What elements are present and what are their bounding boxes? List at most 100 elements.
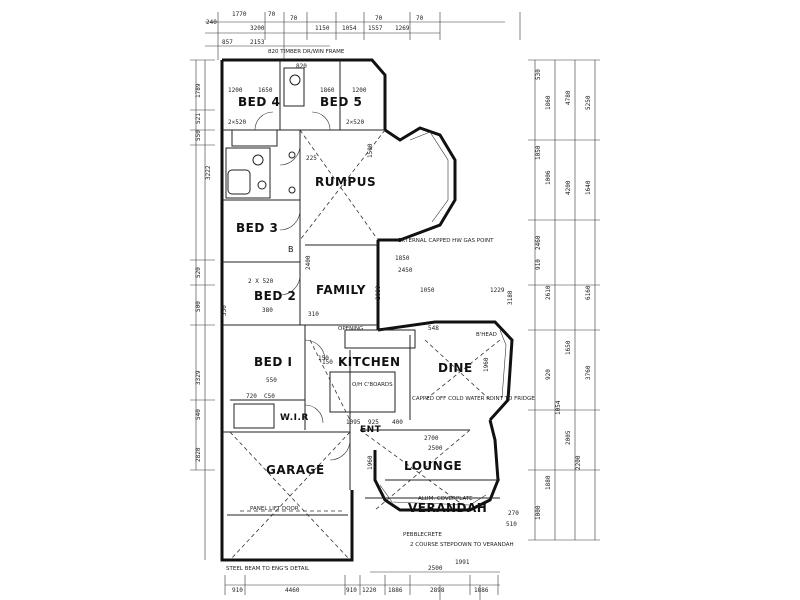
note-stepdown: 2 COURSE STEPDOWN TO VERANDAH: [410, 542, 514, 548]
room-entry: ENT: [360, 425, 382, 435]
dim-inner: 2×520: [346, 119, 364, 126]
dim-inner: 1860: [320, 87, 335, 94]
dim-top: 857: [222, 39, 233, 46]
dim-inner: 1960: [483, 357, 490, 372]
dim-left: 500: [195, 301, 202, 312]
bottom-dimension-lines: 910 4460 910 1220 1886 2898 1886 2500 19…: [224, 559, 500, 595]
top-dimension-lines: 1770 70 3200 70 1150 1054 1557 1269 70 8…: [205, 11, 505, 60]
note-cboards: O/H C'BOARDS: [352, 382, 393, 388]
door-swings: [254, 111, 351, 461]
dim-bottom: 910: [346, 587, 357, 594]
dim-right: 1640: [585, 180, 592, 195]
dim-top: 70: [268, 11, 276, 18]
dim-right: 1054: [555, 400, 562, 415]
dim-left: 540: [195, 409, 202, 420]
dim-bottom: 1886: [388, 587, 403, 594]
dim-top: 2153: [250, 39, 265, 46]
room-bed-1: BED I: [254, 355, 292, 369]
dim-inner: 1095: [346, 419, 361, 426]
interior-walls: [222, 60, 470, 490]
dim-inner: 1200: [352, 87, 367, 94]
dim-right: 3760: [585, 365, 592, 380]
dim-inner: 925: [368, 419, 379, 426]
dim-inner: 1650: [258, 87, 273, 94]
dim-bottom: 1991: [455, 559, 470, 566]
room-kitchen: KITCHEN: [338, 355, 401, 369]
dim-top: 70: [416, 15, 424, 22]
dim-inner: 2700: [424, 435, 439, 442]
note-bhead: B'HEAD: [476, 332, 497, 338]
dim-inner: 2 X 520: [248, 278, 274, 285]
dim-left: 550: [195, 130, 202, 141]
dim-inner: 2×520: [228, 119, 246, 126]
room-bed-4: BED 4: [238, 95, 280, 109]
note-b-mark: B: [288, 245, 294, 254]
dim-inner: 1500: [367, 143, 374, 158]
dim-right: 1006: [545, 170, 552, 185]
dim-right: 1880: [545, 475, 552, 490]
dim-right: 920: [545, 369, 552, 380]
dim-inner: 1229: [490, 287, 505, 294]
dim-inner: 1960: [367, 455, 374, 470]
dim-top: 70: [290, 15, 298, 22]
dim-inner: 400: [392, 419, 403, 426]
dim-top: 1054: [342, 25, 357, 32]
dim-top: 3200: [250, 25, 265, 32]
room-rumpus: RUMPUS: [315, 175, 376, 189]
bathroom-fixtures: [225, 67, 305, 429]
note-opening: OPENING: [338, 326, 363, 332]
dim-inner: C50: [264, 393, 275, 400]
dim-right: 1000: [535, 505, 542, 520]
dim-right: 2460: [535, 235, 542, 250]
dim-inner: 310: [308, 311, 319, 318]
dim-right: 1650: [565, 340, 572, 355]
room-lounge: LOUNGE: [404, 459, 462, 473]
dim-top: 1269: [395, 25, 410, 32]
dim-inner: 1200: [228, 87, 243, 94]
room-verandah: VERANDAH: [408, 501, 487, 515]
annotation-notes: 820 TIMBER DR/WIN FRAME EXTERNAL CAPPED …: [226, 49, 535, 572]
dim-inner: 548: [428, 325, 439, 332]
dim-top: 240: [206, 19, 217, 26]
dim-inner: 3180: [507, 290, 514, 305]
interior-dimensions: 1200 1650 1860 1200 820 2×520 2×520 225 …: [221, 15, 519, 528]
dim-inner: 550: [221, 305, 228, 316]
dim-left: 2820: [195, 447, 202, 462]
room-labels: BED 4 BED 5 RUMPUS BED 3 BED 2 FAMILY BE…: [236, 95, 487, 515]
dim-bottom: 1220: [362, 587, 377, 594]
dim-right: 4780: [565, 90, 572, 105]
dim-inner: 550: [266, 377, 277, 384]
dim-left: 3329: [195, 370, 202, 385]
dim-inner: 2400: [305, 255, 312, 270]
room-bed-3: BED 3: [236, 221, 278, 235]
left-dimension-lines: 1789 521 550 3222 520 500 3329 540 2820: [190, 59, 215, 560]
dim-right: 6160: [585, 285, 592, 300]
dim-inner: 720: [246, 393, 257, 400]
dim-bottom: 2898: [430, 587, 445, 594]
room-garage: GARAGE: [266, 463, 325, 477]
dim-right: 5250: [585, 95, 592, 110]
note-capped-water: CAPPED OFF COLD WATER POINT TO FRIDGE: [412, 396, 535, 402]
dim-bottom: 4460: [285, 587, 300, 594]
dim-inner: 270: [508, 510, 519, 517]
dim-bottom: 2500: [428, 565, 443, 572]
dim-bottom: 910: [232, 587, 243, 594]
dim-inner: 150: [322, 359, 333, 366]
dim-top: 1150: [315, 25, 330, 32]
right-dimension-lines: 530 1860 4780 5250 1050 1006 2460 4200 1…: [528, 59, 600, 541]
dim-inner: 1050: [420, 287, 435, 294]
dim-right: 1860: [545, 95, 552, 110]
ceiling-guide-lines: [227, 129, 501, 561]
note-beam-detail: STEEL BEAM TO ENG'S DETAIL: [226, 566, 310, 572]
dim-inner: 2500: [428, 445, 443, 452]
dim-inner: 225: [306, 155, 317, 162]
dim-inner: 380: [262, 307, 273, 314]
dim-left: 3222: [205, 165, 212, 180]
dim-bottom: 1886: [474, 587, 489, 594]
dim-inner: 820: [296, 63, 307, 70]
dim-inner: 2080: [375, 285, 382, 300]
note-panel-door: PANEL LIFT DOOR: [250, 506, 299, 512]
dim-right: 1050: [535, 145, 542, 160]
note-timber-frame: 820 TIMBER DR/WIN FRAME: [268, 49, 345, 55]
note-pebblecrete: PEBBLECRETE: [403, 532, 442, 538]
